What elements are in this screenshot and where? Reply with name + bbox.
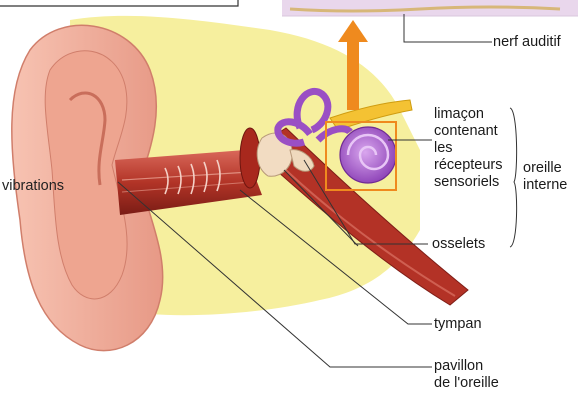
cochlea-label-line: sensoriels bbox=[434, 174, 503, 191]
pinna-label-line: pavillon bbox=[434, 358, 499, 375]
eardrum-label: tympan bbox=[434, 316, 482, 333]
inner-ear-label-line: interne bbox=[523, 177, 567, 194]
cochlea-label-line: récepteurs bbox=[434, 157, 503, 174]
brain-panel bbox=[282, 0, 578, 16]
auditory-nerve-label: nerf auditif bbox=[493, 34, 561, 51]
cochlea-label-line: contenant bbox=[434, 123, 503, 140]
cochlea-label-line: limaçon bbox=[434, 106, 503, 123]
cochlea-label: limaçon contenant les récepteurs sensori… bbox=[434, 106, 503, 191]
inner-ear-label: oreille interne bbox=[523, 160, 567, 194]
inner-ear-label-line: oreille bbox=[523, 160, 567, 177]
pinna-label-line: de l'oreille bbox=[434, 375, 499, 392]
cochlea-label-line: les bbox=[434, 140, 503, 157]
vibrations-label: vibrations bbox=[2, 178, 64, 195]
caption-box-edge bbox=[0, 0, 238, 6]
ossicles-label: osselets bbox=[432, 236, 485, 253]
pinna-label: pavillon de l'oreille bbox=[434, 358, 499, 392]
